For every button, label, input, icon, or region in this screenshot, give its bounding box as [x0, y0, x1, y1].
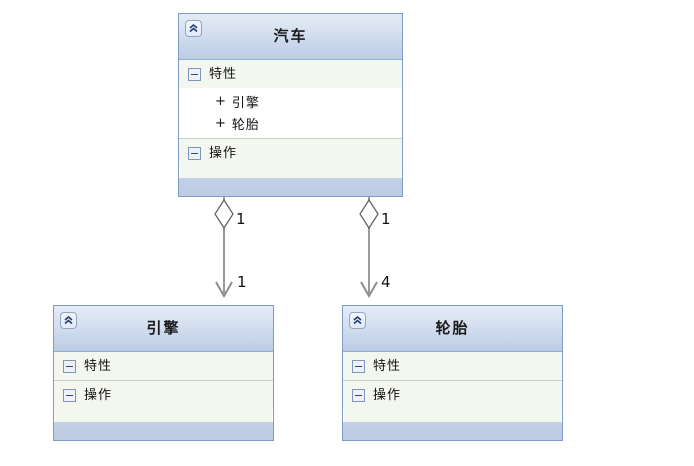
section-label-operations-car: 操作 [209, 145, 238, 161]
compartment-attributes-car: 特性 + 引擎 + 轮胎 [179, 60, 402, 138]
open-arrowhead-engine [215, 281, 233, 299]
minus-box-icon[interactable] [63, 388, 76, 402]
relationship-car-tire[interactable] [359, 197, 379, 299]
multiplicity-car-engine-target: 1 [237, 273, 247, 291]
class-header-engine: 引擎 [54, 306, 273, 352]
section-header-operations-car[interactable]: 操作 [179, 139, 402, 167]
visibility-marker: + [215, 93, 227, 109]
compartment-operations-tire: 操作 [343, 380, 562, 409]
compartment-attributes-engine: 特性 [54, 352, 273, 380]
minus-box-icon[interactable] [352, 388, 365, 402]
multiplicity-car-engine-source: 1 [236, 210, 246, 228]
double-chevron-up-icon[interactable] [185, 20, 202, 37]
minus-box-icon[interactable] [352, 359, 365, 373]
aggregation-diamond-car-engine [214, 198, 234, 230]
class-name-engine: 引擎 [146, 319, 181, 337]
minus-box-icon[interactable] [188, 146, 201, 160]
section-label-attributes-car: 特性 [209, 66, 238, 82]
class-name-car: 汽车 [273, 27, 308, 45]
attribute-list-car: + 引擎 + 轮胎 [179, 88, 402, 138]
open-arrowhead-tire [360, 281, 378, 299]
double-chevron-up-icon[interactable] [349, 312, 366, 329]
section-label-operations-engine: 操作 [84, 387, 113, 403]
section-header-operations-tire[interactable]: 操作 [343, 381, 562, 409]
section-header-operations-engine[interactable]: 操作 [54, 381, 273, 409]
attribute-name: 引擎 [231, 95, 260, 111]
section-header-attributes-tire[interactable]: 特性 [343, 352, 562, 380]
attribute-name: 轮胎 [231, 117, 260, 133]
section-label-attributes-tire: 特性 [373, 358, 402, 374]
class-name-tire: 轮胎 [435, 319, 470, 337]
section-header-attributes-car[interactable]: 特性 [179, 60, 402, 88]
multiplicity-car-tire-source: 1 [381, 210, 391, 228]
compartment-operations-engine: 操作 [54, 380, 273, 409]
class-footer-car [179, 178, 402, 196]
compartment-operations-car: 操作 [179, 138, 402, 167]
class-header-tire: 轮胎 [343, 306, 562, 352]
class-footer-engine [54, 422, 273, 440]
minus-box-icon[interactable] [188, 67, 201, 81]
section-label-operations-tire: 操作 [373, 387, 402, 403]
aggregation-diamond-car-tire [359, 198, 379, 230]
section-header-attributes-engine[interactable]: 特性 [54, 352, 273, 380]
class-header-car: 汽车 [179, 14, 402, 60]
class-box-tire[interactable]: 轮胎 特性 操作 [342, 305, 563, 441]
compartment-attributes-tire: 特性 [343, 352, 562, 380]
multiplicity-car-tire-target: 4 [381, 273, 391, 291]
attribute-row[interactable]: + 轮胎 [179, 112, 402, 134]
visibility-marker: + [215, 115, 227, 131]
class-footer-tire [343, 422, 562, 440]
section-label-attributes-engine: 特性 [84, 358, 113, 374]
double-chevron-up-icon[interactable] [60, 312, 77, 329]
attribute-row[interactable]: + 引擎 [179, 90, 402, 112]
class-box-car[interactable]: 汽车 特性 + 引擎 + 轮胎 操作 [178, 13, 403, 197]
minus-box-icon[interactable] [63, 359, 76, 373]
relationship-car-engine[interactable] [214, 197, 234, 299]
class-box-engine[interactable]: 引擎 特性 操作 [53, 305, 274, 441]
